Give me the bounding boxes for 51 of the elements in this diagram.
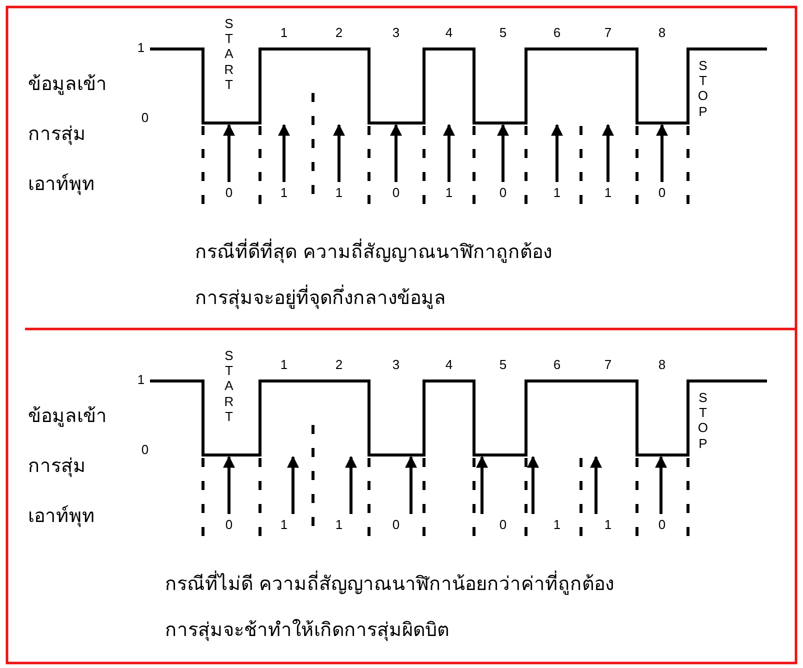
bit-number: 1 xyxy=(280,357,288,372)
bit-number: 8 xyxy=(658,357,666,372)
bit-number: 5 xyxy=(499,357,507,372)
output-bit: 1 xyxy=(604,517,612,532)
level-label: 1 xyxy=(137,40,145,55)
bit-number: 4 xyxy=(445,357,453,372)
row-label: ข้อมูลเข้า xyxy=(28,72,107,97)
caption-text: กรณีที่ไม่ดี ความถี่สัญญาณนาฬิกาน้อยกว่าค่าที่ถูกต้อง xyxy=(165,568,614,598)
row-label: เอาท์พุท xyxy=(28,504,95,529)
bit-number: 3 xyxy=(392,25,400,40)
bit-number: 7 xyxy=(604,25,612,40)
output-bit: 0 xyxy=(499,517,507,532)
output-bit: 0 xyxy=(225,185,233,200)
output-bit: 1 xyxy=(553,185,561,200)
bit-number: 1 xyxy=(280,25,288,40)
stop-bit-label: STOP xyxy=(698,390,708,451)
bit-number: 5 xyxy=(499,25,507,40)
caption-text: การสุ่มจะอยู่ที่จุดกึ่งกลางข้อมูล xyxy=(195,282,446,312)
output-bit: 1 xyxy=(445,185,453,200)
bit-number: 8 xyxy=(658,25,666,40)
output-bit: 1 xyxy=(553,517,561,532)
bit-number: 3 xyxy=(392,357,400,372)
output-bit: 0 xyxy=(658,185,666,200)
level-label: 0 xyxy=(141,442,149,457)
stop-bit-label: STOP xyxy=(698,58,708,119)
bit-number: 6 xyxy=(553,25,561,40)
output-bit: 1 xyxy=(604,185,612,200)
level-label: 1 xyxy=(137,372,145,387)
row-label: การสุ่ม xyxy=(28,454,86,479)
caption-text: กรณีที่ดีที่สุด ความถี่สัญญาณนาฬิกาถูกต้อง xyxy=(195,236,552,266)
output-bit: 1 xyxy=(280,185,288,200)
output-bit: 1 xyxy=(335,185,343,200)
bit-number: 7 xyxy=(604,357,612,372)
output-bit: 0 xyxy=(392,517,400,532)
start-bit-label: START xyxy=(224,348,234,424)
output-bit: 1 xyxy=(280,517,288,532)
output-bit: 1 xyxy=(335,517,343,532)
output-bit: 0 xyxy=(225,517,233,532)
bit-number: 6 xyxy=(553,357,561,372)
output-bit: 0 xyxy=(499,185,507,200)
row-label: เอาท์พุท xyxy=(28,172,95,197)
bit-number: 2 xyxy=(335,25,343,40)
caption-text: การสุ่มจะช้าทำให้เกิดการสุ่มผิดบิต xyxy=(165,618,449,643)
start-bit-label: START xyxy=(224,16,234,92)
level-label: 0 xyxy=(141,110,149,125)
row-label: การสุ่ม xyxy=(28,122,86,147)
output-bit: 0 xyxy=(392,185,400,200)
output-bit: 0 xyxy=(658,517,666,532)
bit-number: 2 xyxy=(335,357,343,372)
bit-number: 4 xyxy=(445,25,453,40)
row-label: ข้อมูลเข้า xyxy=(28,404,107,429)
